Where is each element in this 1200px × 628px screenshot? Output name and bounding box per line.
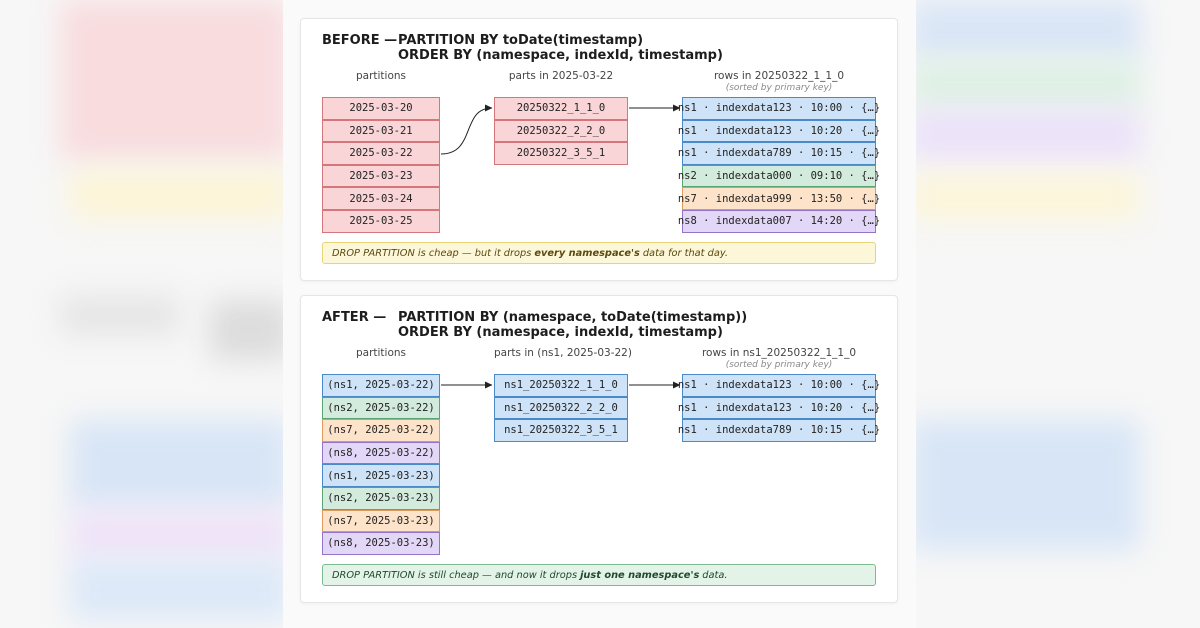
after-partition-cell[interactable]: (ns8, 2025-03-23) — [322, 532, 440, 555]
before-rows-label: rows in 20250322_1_1_0 — [713, 70, 845, 82]
after-row-cell[interactable]: ns1 · indexdata123 · 10:00 · {…} — [678, 374, 880, 397]
before-panel: BEFORE — PARTITION BY toDate(timestamp) … — [300, 18, 898, 281]
after-part-cell[interactable]: ns1_20250322_3_5_1 — [494, 419, 628, 442]
after-note-bold: just one namespace's — [580, 569, 700, 581]
after-partitions-label: partitions — [355, 347, 407, 359]
before-part-cell[interactable]: 20250322_2_2_0 — [494, 119, 628, 143]
after-note: DROP PARTITION is still cheap — and now … — [322, 564, 876, 586]
after-partition-cell[interactable]: (ns7, 2025-03-23) — [322, 509, 440, 533]
after-partition-cell[interactable]: (ns1, 2025-03-23) — [322, 464, 440, 487]
before-note-post: data for that day. — [642, 247, 728, 259]
before-note: DROP PARTITION is cheap — but it drops e… — [322, 242, 876, 264]
after-rows-label: rows in ns1_20250322_1_1_0 — [701, 347, 857, 359]
before-partition-cell[interactable]: 2025-03-23 — [322, 164, 440, 188]
before-row-cell[interactable]: ns1 · indexdata123 · 10:00 · {…} — [678, 97, 880, 120]
after-parts-label: parts in (ns1, 2025-03-22) — [494, 347, 632, 359]
after-part-cell[interactable]: ns1_20250322_1_1_0 — [494, 374, 628, 397]
before-row-cell[interactable]: ns7 · indexdata999 · 13:50 · {…} — [678, 187, 880, 210]
after-row-cell[interactable]: ns1 · indexdata789 · 10:15 · {…} — [678, 419, 880, 442]
before-row-cell[interactable]: ns1 · indexdata789 · 10:15 · {…} — [678, 142, 880, 165]
before-partition-cell[interactable]: 2025-03-22 — [322, 142, 440, 165]
before-note-bold: every namespace's — [534, 247, 640, 259]
before-note-pre: DROP PARTITION is cheap — but it drops — [332, 247, 532, 259]
after-partition-cell[interactable]: (ns8, 2025-03-22) — [322, 441, 440, 465]
before-row-cell[interactable]: ns1 · indexdata123 · 10:20 · {…} — [678, 119, 880, 143]
after-row-cell[interactable]: ns1 · indexdata123 · 10:20 · {…} — [678, 396, 880, 420]
after-panel: AFTER — PARTITION BY (namespace, toDate(… — [300, 295, 898, 603]
after-partition-cell[interactable]: (ns2, 2025-03-22) — [322, 396, 440, 420]
after-partition-cell[interactable]: (ns1, 2025-03-22) — [322, 374, 440, 397]
after-rows-sublabel: (sorted by primary key) — [725, 360, 833, 370]
before-order-by: ORDER BY (namespace, indexId, timestamp) — [398, 48, 723, 63]
after-order-by: ORDER BY (namespace, indexId, timestamp) — [398, 325, 723, 340]
after-note-pre: DROP PARTITION is still cheap — and now … — [332, 569, 578, 581]
before-part-cell[interactable]: 20250322_3_5_1 — [494, 142, 628, 165]
before-part-cell[interactable]: 20250322_1_1_0 — [494, 97, 628, 120]
before-partition-by: PARTITION BY toDate(timestamp) — [398, 33, 644, 48]
before-parts-label: parts in 2025-03-22 — [508, 70, 614, 82]
before-partitions-label: partitions — [355, 70, 407, 82]
after-tag: AFTER — — [322, 310, 387, 325]
before-rows-sublabel: (sorted by primary key) — [725, 83, 833, 93]
arrow-partition-to-part — [440, 104, 493, 155]
before-tag: BEFORE — — [322, 33, 398, 48]
after-partition-by: PARTITION BY (namespace, toDate(timestam… — [398, 310, 748, 325]
after-part-cell[interactable]: ns1_20250322_2_2_0 — [494, 396, 628, 420]
before-partition-cell[interactable]: 2025-03-24 — [322, 187, 440, 210]
after-note-post: data. — [702, 569, 728, 581]
after-partition-cell[interactable]: (ns2, 2025-03-23) — [322, 487, 440, 510]
before-partition-cell[interactable]: 2025-03-20 — [322, 97, 440, 120]
before-partition-cell[interactable]: 2025-03-21 — [322, 119, 440, 143]
before-row-cell[interactable]: ns8 · indexdata007 · 14:20 · {…} — [678, 210, 880, 233]
before-partition-cell[interactable]: 2025-03-25 — [322, 210, 440, 233]
after-partition-cell[interactable]: (ns7, 2025-03-22) — [322, 419, 440, 442]
before-row-cell[interactable]: ns2 · indexdata000 · 09:10 · {…} — [678, 164, 880, 188]
